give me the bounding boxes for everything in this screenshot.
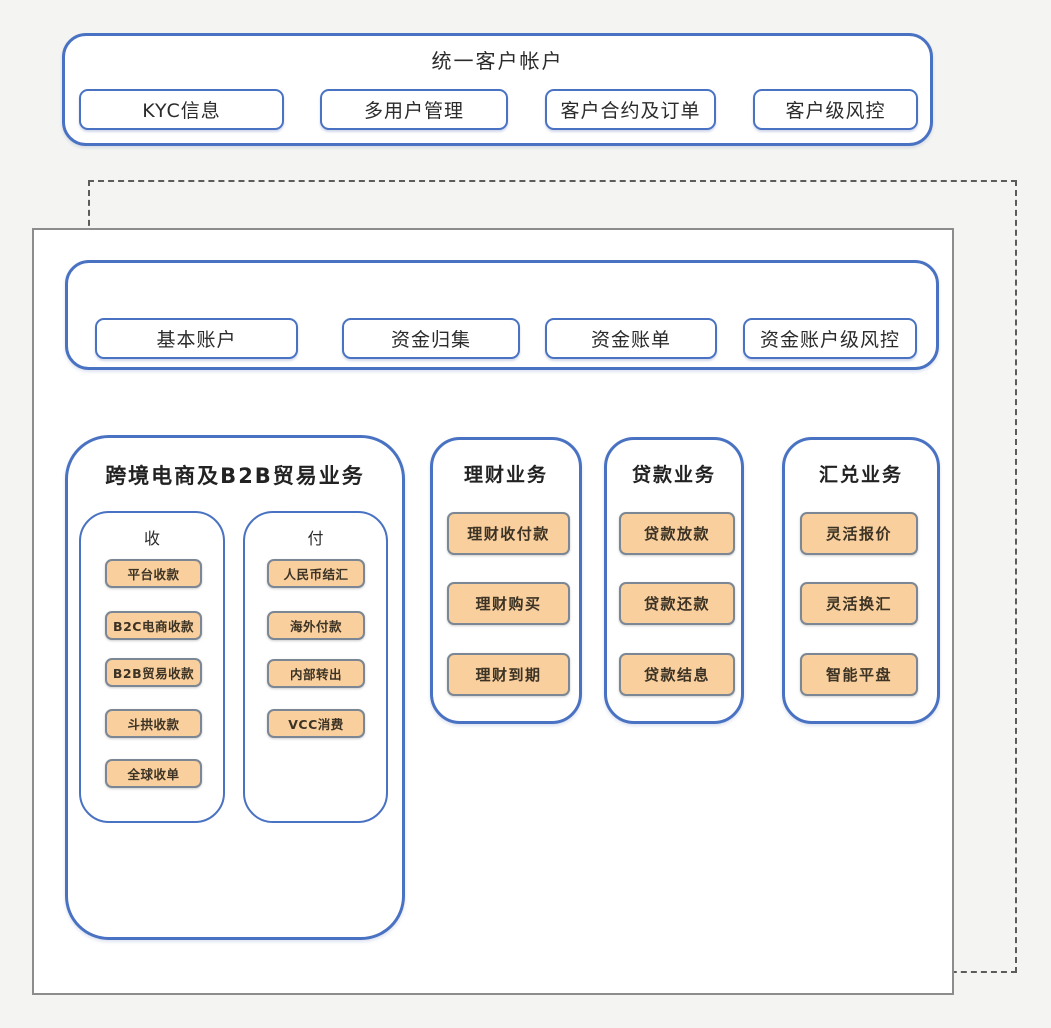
dougong-collection-box: 斗拱收款	[105, 709, 202, 738]
customer-level-risk-box: 客户级风控	[753, 89, 918, 130]
pay-label: 付	[307, 529, 324, 548]
wealth-payments-box: 理财收付款	[447, 512, 570, 555]
unified-customer-account-panel: 统一客户帐户 KYC信息 多用户管理 客户合约及订单 客户级风控	[62, 33, 933, 146]
fund-account-level-risk-box: 资金账户级风控	[743, 318, 917, 359]
multi-user-management-box: 多用户管理	[320, 89, 508, 130]
rmb-settlement-box: 人民币结汇	[267, 559, 365, 588]
pay-subpanel: 付 人民币结汇 海外付款 内部转出 VCC消费	[243, 511, 388, 823]
loan-title: 贷款业务	[631, 464, 716, 486]
smart-position-balancing-box: 智能平盘	[800, 653, 918, 696]
unified-customer-account-title: 统一客户帐户	[431, 49, 564, 73]
wealth-title: 理财业务	[463, 464, 548, 486]
global-acquiring-box: 全球收单	[105, 759, 202, 788]
receive-label: 收	[143, 529, 160, 548]
loan-repayment-box: 贷款还款	[619, 582, 735, 625]
overseas-payment-box: 海外付款	[267, 611, 365, 640]
loan-disbursement-box: 贷款放款	[619, 512, 735, 555]
fund-bill-box: 资金账单	[545, 318, 717, 359]
fund-layer-container: 基本账户 资金归集 资金账单 资金账户级风控 跨境电商及B2B贸易业务 收 平台…	[32, 228, 954, 995]
loan-interest-settlement-box: 贷款结息	[619, 653, 735, 696]
receive-subpanel: 收 平台收款 B2C电商收款 B2B贸易收款 斗拱收款 全球收单	[79, 511, 225, 823]
fund-account-panel: 基本账户 资金归集 资金账单 资金账户级风控	[65, 260, 939, 370]
kyc-info-box: KYC信息	[79, 89, 284, 130]
wealth-maturity-box: 理财到期	[447, 653, 570, 696]
fx-title: 汇兑业务	[818, 464, 903, 486]
internal-transfer-box: 内部转出	[267, 659, 365, 688]
platform-collection-box: 平台收款	[105, 559, 202, 588]
fx-panel: 汇兑业务 灵活报价 灵活换汇 智能平盘	[782, 437, 940, 724]
wealth-purchase-box: 理财购买	[447, 582, 570, 625]
fund-collection-box: 资金归集	[342, 318, 520, 359]
b2c-ecommerce-collection-box: B2C电商收款	[105, 611, 202, 640]
vcc-consumption-box: VCC消费	[267, 709, 365, 738]
cross-border-trade-panel: 跨境电商及B2B贸易业务 收 平台收款 B2C电商收款 B2B贸易收款 斗拱收款…	[65, 435, 405, 940]
basic-account-box: 基本账户	[95, 318, 298, 359]
customer-contract-order-box: 客户合约及订单	[545, 89, 716, 130]
flexible-quote-box: 灵活报价	[800, 512, 918, 555]
b2b-trade-collection-box: B2B贸易收款	[105, 658, 202, 687]
loan-panel: 贷款业务 贷款放款 贷款还款 贷款结息	[604, 437, 744, 724]
wealth-panel: 理财业务 理财收付款 理财购买 理财到期	[430, 437, 582, 724]
cross-border-trade-title: 跨境电商及B2B贸易业务	[105, 464, 365, 488]
flexible-exchange-box: 灵活换汇	[800, 582, 918, 625]
